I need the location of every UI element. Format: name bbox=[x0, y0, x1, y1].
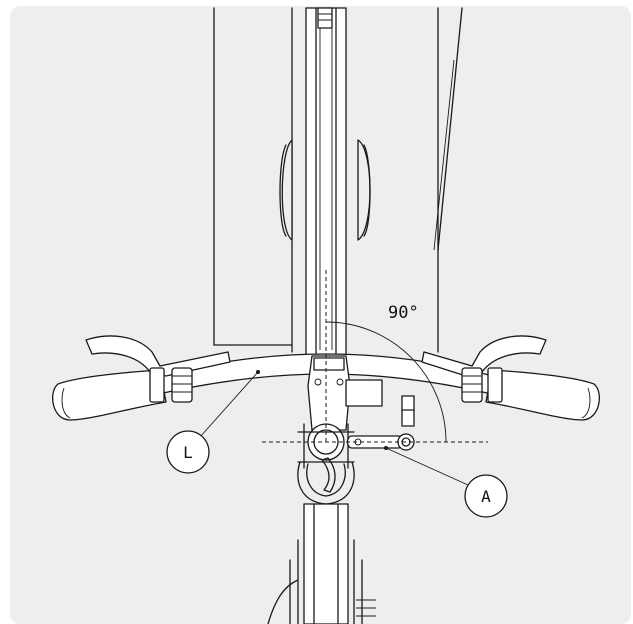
angle-label: 90° bbox=[388, 303, 419, 323]
left-grip bbox=[52, 369, 167, 421]
left-shifter-clamp bbox=[171, 367, 193, 403]
callout-l: L bbox=[166, 370, 260, 474]
right-brake-lever bbox=[421, 335, 547, 377]
callout-a-text: A bbox=[481, 487, 491, 506]
left-brake-lever bbox=[85, 335, 231, 377]
callout-a-circle bbox=[464, 474, 508, 518]
lower-column-inner bbox=[313, 503, 339, 624]
frame-right-diagonal bbox=[437, 7, 463, 251]
column-top-slots bbox=[318, 13, 332, 21]
left-lever-clamp bbox=[149, 367, 165, 403]
column-outer bbox=[305, 7, 347, 357]
left-grip-end bbox=[61, 387, 71, 419]
callout-a: A bbox=[384, 446, 508, 518]
column-top-block bbox=[317, 7, 333, 29]
right-grip-end bbox=[581, 387, 591, 419]
lower-left-curve bbox=[267, 579, 299, 624]
callout-l-circle bbox=[166, 430, 210, 474]
left-clamp-ribs bbox=[172, 375, 192, 393]
right-shifter-clamp bbox=[461, 367, 483, 403]
side-pads bbox=[279, 139, 371, 241]
quick-release-lever bbox=[321, 457, 336, 493]
right-grip bbox=[485, 369, 600, 421]
lower-column bbox=[267, 503, 376, 624]
stem-bolt-1 bbox=[314, 378, 322, 386]
callout-a-dot bbox=[384, 446, 388, 450]
left-pad-inner bbox=[279, 144, 287, 237]
lower-right-detail bbox=[356, 599, 376, 617]
u-loop-inner bbox=[306, 463, 346, 497]
stem-top-cap bbox=[313, 357, 345, 371]
callout-l-text: L bbox=[183, 443, 193, 462]
lever-rod bbox=[401, 395, 415, 427]
stem-body bbox=[307, 355, 351, 431]
left-pad bbox=[281, 139, 293, 241]
reference-lines: 90° bbox=[262, 270, 488, 443]
lower-left-frame bbox=[289, 539, 299, 624]
adjustment-lever bbox=[346, 395, 415, 451]
right-lever-clamp bbox=[487, 367, 503, 403]
lower-right-frame bbox=[353, 539, 363, 624]
handlebar bbox=[52, 335, 600, 421]
right-clamp-ribs bbox=[462, 375, 482, 393]
stem-side-block bbox=[345, 379, 383, 407]
u-loop-outer bbox=[297, 461, 355, 505]
stem-bolt-2 bbox=[336, 378, 344, 386]
callout-l-dot bbox=[256, 370, 260, 374]
callout-a-leader bbox=[385, 447, 469, 486]
lower-column-body bbox=[303, 503, 349, 624]
angle-arc bbox=[325, 321, 447, 443]
stem-assembly bbox=[297, 355, 383, 505]
callout-l-leader bbox=[199, 371, 259, 438]
central-column bbox=[305, 7, 347, 357]
frame-right-diagonal-inner bbox=[433, 59, 455, 251]
right-pad-inner bbox=[363, 144, 371, 237]
